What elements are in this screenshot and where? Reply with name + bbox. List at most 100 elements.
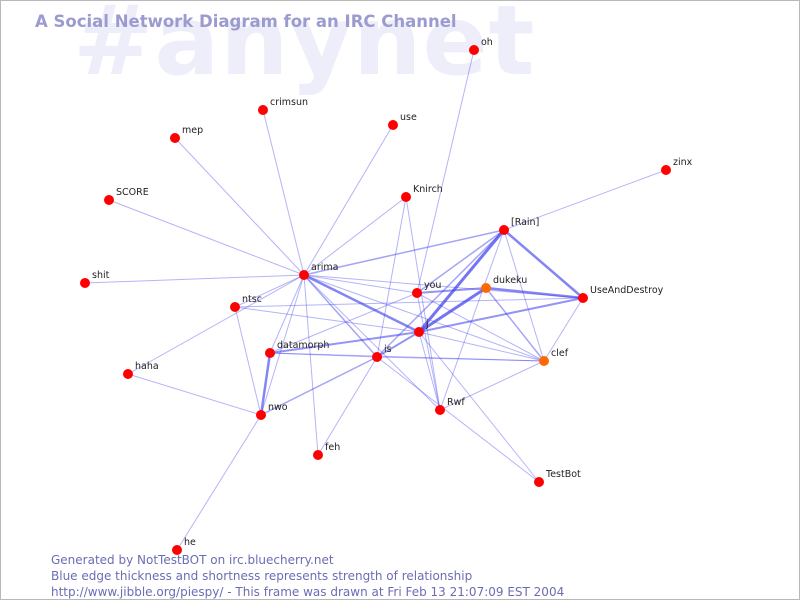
edge-haha-nwo — [127, 373, 262, 416]
node-dot-arima — [299, 270, 309, 280]
edge-arima-score — [108, 199, 305, 276]
edge-is-j — [376, 331, 420, 358]
footer-url-timestamp: http://www.jibble.org/piespy/ - This fra… — [51, 585, 565, 599]
node-label-is: is — [384, 344, 392, 355]
node-dot-shit — [80, 278, 90, 288]
node-label-zinx: zinx — [673, 157, 693, 168]
edge-arima-use — [303, 124, 394, 276]
edge-nwo-he — [176, 414, 262, 551]
node-oh: oh — [469, 37, 493, 55]
node-crimsun: crimsun — [258, 97, 308, 115]
node-label-crimsun: crimsun — [270, 97, 308, 108]
edge-arima-crimsun — [262, 109, 305, 276]
node-dot-datamorph — [265, 348, 275, 358]
edge-arima-you — [303, 274, 418, 294]
node-label-rwf: Rwf — [447, 397, 465, 408]
node-label-datamorph: datamorph — [277, 340, 329, 351]
node-score: SCORE — [104, 187, 149, 205]
node-is: is — [372, 344, 392, 362]
node-label-clef: clef — [551, 348, 569, 359]
edge-arima-useanddestroy — [303, 274, 584, 299]
edge-arima-rain — [303, 229, 505, 276]
node-shit: shit — [80, 270, 110, 288]
node-knirch: Knirch — [401, 184, 443, 202]
node-clef: clef — [539, 348, 569, 366]
node-dot-oh — [469, 45, 479, 55]
node-datamorph: datamorph — [265, 340, 329, 358]
edge-is-feh — [317, 356, 378, 456]
node-label-feh: feh — [325, 442, 340, 453]
edge-ntsc-useanddestroy — [234, 297, 584, 308]
edge-rain-rwf — [439, 229, 505, 411]
edge-you-rwf — [416, 292, 441, 411]
node-dot-mep — [170, 133, 180, 143]
node-dot-clef — [539, 356, 549, 366]
edge-knirch-is — [376, 196, 407, 358]
edge-j-datamorph — [269, 331, 420, 354]
edge-arima-feh — [303, 274, 319, 456]
edge-arima-datamorph — [269, 274, 305, 354]
footer-legend: Blue edge thickness and shortness repres… — [51, 569, 473, 583]
node-dot-dukeku — [481, 283, 491, 293]
edge-ntsc-j — [234, 306, 420, 333]
edge-arima-ntsc — [234, 274, 305, 308]
node-dot-you — [412, 288, 422, 298]
edge-you-dukeku — [416, 287, 487, 294]
edge-useanddestroy-clef — [543, 297, 584, 362]
node-dot-knirch — [401, 192, 411, 202]
node-label-nwo: nwo — [268, 402, 288, 413]
node-testbot: TestBot — [534, 469, 581, 487]
edge-is-testbot — [376, 356, 540, 483]
node-dot-feh — [313, 450, 323, 460]
edge-nwo-is — [260, 356, 378, 416]
node-label-you: you — [424, 280, 441, 291]
node-dot-use — [388, 120, 398, 130]
edge-ntsc-nwo — [234, 306, 262, 416]
edge-rain-is — [376, 229, 505, 358]
node-dot-he — [172, 545, 182, 555]
diagram-title: A Social Network Diagram for an IRC Chan… — [35, 12, 457, 31]
edge-j-clef — [418, 331, 545, 362]
node-arima: arima — [299, 262, 338, 280]
node-dot-crimsun — [258, 105, 268, 115]
edge-dukeku-useanddestroy — [484, 286, 585, 300]
edge-j-rwf — [418, 331, 441, 411]
node-label-shit: shit — [92, 270, 110, 281]
node-label-knirch: Knirch — [413, 184, 443, 195]
edge-arima-haha — [127, 274, 305, 375]
edge-zinx-rain — [503, 169, 667, 231]
node-dot-is — [372, 352, 382, 362]
edge-rain-you — [416, 229, 505, 294]
node-dot-rain — [499, 225, 509, 235]
edge-arima-j — [302, 273, 421, 334]
node-feh: feh — [313, 442, 340, 460]
node-he: he — [172, 537, 196, 555]
node-dot-useanddestroy — [578, 293, 588, 303]
node-dot-zinx — [661, 165, 671, 175]
node-label-he: he — [184, 537, 196, 548]
edge-arima-nwo — [260, 274, 305, 416]
node-label-oh: oh — [481, 37, 493, 48]
edge-is-clef — [376, 356, 545, 362]
footer-generated-by: Generated by NotTestBOT on irc.bluecherr… — [51, 553, 334, 567]
node-label-useanddestroy: UseAndDestroy — [590, 285, 664, 296]
node-label-use: use — [400, 112, 417, 123]
node-useanddestroy: UseAndDestroy — [578, 285, 664, 303]
edge-j-useanddestroy — [418, 297, 584, 333]
node-dukeku: dukeku — [481, 275, 527, 293]
node-mep: mep — [170, 125, 203, 143]
node-nwo: nwo — [256, 402, 288, 420]
node-label-j: j — [425, 319, 429, 330]
edge-you-datamorph — [269, 292, 418, 354]
node-dot-j — [414, 327, 424, 337]
node-dot-rwf — [435, 405, 445, 415]
node-zinx: zinx — [661, 157, 693, 175]
node-dot-testbot — [534, 477, 544, 487]
edge-arima-shit — [84, 274, 305, 284]
edge-datamorph-clef — [269, 352, 545, 362]
node-dot-haha — [123, 369, 133, 379]
node-label-mep: mep — [182, 125, 203, 136]
